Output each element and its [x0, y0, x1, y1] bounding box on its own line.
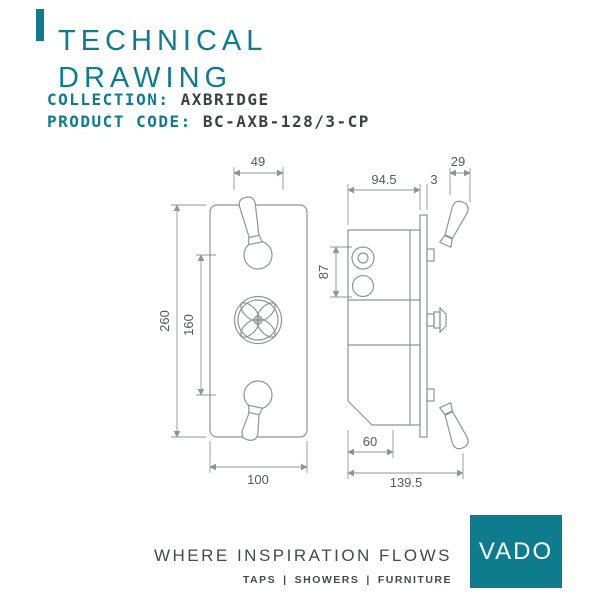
dim-side-lower-depth: 60 [363, 434, 377, 449]
collection-label: COLLECTION: [47, 90, 170, 109]
side-wall-plate [419, 214, 428, 438]
dimension-lines [171, 167, 471, 479]
front-bottom-lever [241, 380, 273, 441]
footer-tagline: WHERE INSPIRATION FLOWS [153, 546, 452, 565]
footer-categories: TAPS | SHOWERS | FURNITURE [154, 574, 452, 586]
dim-side-body-depth: 94.5 [371, 172, 396, 187]
product-code-value: BC-AXB-128/3-CP [202, 112, 370, 131]
front-diverter-handle [233, 295, 283, 345]
title-line-2: DRAWING [58, 62, 233, 95]
dim-front-total-height: 260 [157, 310, 172, 332]
front-view [209, 196, 308, 441]
dim-front-lever-centres: 160 [181, 314, 196, 336]
title-line-1: TECHNICAL [58, 25, 268, 58]
page-title: TECHNICAL DRAWING [58, 23, 267, 97]
dim-front-plate-width: 100 [247, 472, 269, 487]
vado-logo-text: VADO [478, 537, 554, 565]
side-diverter-knob [426, 306, 447, 334]
product-code-row: PRODUCT CODE: BC-AXB-128/3-CP [47, 111, 370, 133]
product-meta: COLLECTION: AXBRIDGE PRODUCT CODE: BC-AX… [47, 89, 370, 133]
dim-side-handle-width: 29 [451, 154, 465, 169]
dim-side-ports-span: 87 [316, 265, 331, 279]
footer: WHERE INSPIRATION FLOWS TAPS | SHOWERS | FUR… [154, 546, 452, 586]
dim-side-plate-thickness: 3 [430, 172, 437, 187]
side-bottom-lever [426, 388, 469, 450]
valve-technical-drawing: 49 260 160 100 94.5 3 29 87 60 139.5 [157, 154, 471, 490]
collection-value: AXBRIDGE [180, 90, 270, 109]
category-separator: | [283, 574, 288, 586]
side-view [347, 200, 469, 450]
product-code-label: PRODUCT CODE: [47, 112, 192, 131]
side-port-bottom [351, 274, 375, 298]
collection-row: COLLECTION: AXBRIDGE [47, 89, 370, 111]
dimension-labels: 49 260 160 100 94.5 3 29 87 60 139.5 [157, 154, 465, 490]
title-accent-bar [36, 9, 44, 41]
vado-logo: VADO [470, 515, 562, 588]
front-top-lever [238, 196, 273, 270]
category-showers: SHOWERS [294, 574, 360, 586]
category-separator: | [366, 574, 371, 586]
dim-front-top-width: 49 [251, 154, 265, 169]
side-top-lever [426, 200, 469, 262]
dim-side-total-depth: 139.5 [390, 475, 423, 490]
category-taps: TAPS [242, 574, 277, 586]
side-port-top [351, 246, 375, 270]
category-furniture: FURNITURE [377, 574, 452, 586]
